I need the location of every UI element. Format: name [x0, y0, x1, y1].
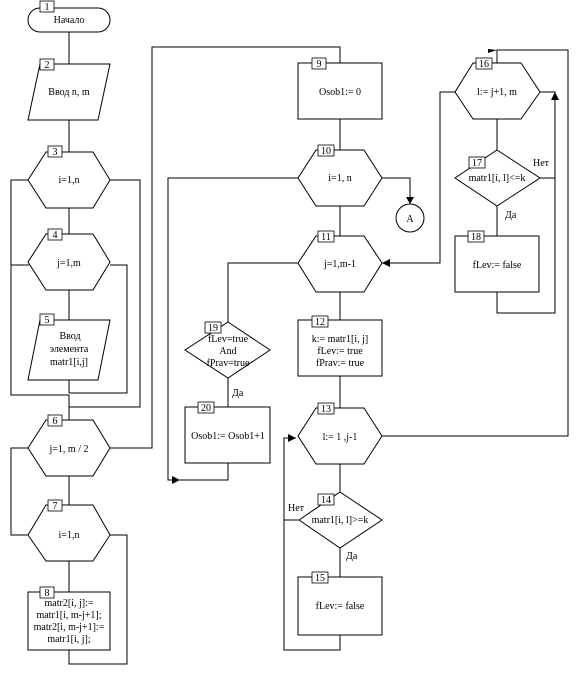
block-text: matr1[i, l]<=k — [469, 173, 526, 184]
block-5-input: 5 Ввод элемента matr1[i,j] — [27, 313, 111, 381]
block-number: 19 — [208, 323, 218, 334]
block-text: Начало — [54, 15, 85, 26]
block-text: Ввод n, m — [48, 87, 90, 98]
block-text: l:= 1 ,j-1 — [323, 432, 358, 443]
block-text: matr1[i, l]>=k — [312, 515, 369, 526]
block-number: 17 — [472, 158, 482, 169]
block-text: fLev:= false — [316, 601, 365, 612]
block-number: 5 — [45, 315, 50, 326]
branch-no-label: Нет — [288, 503, 305, 514]
block-number: 4 — [53, 230, 58, 241]
block-16-loop: 16 l:= j+1, m — [454, 57, 541, 120]
block-number: 11 — [321, 232, 331, 243]
block-text: k:= matr1[i, j] — [312, 334, 368, 345]
block-text: Ввод — [59, 331, 80, 342]
block-text: And — [219, 346, 236, 357]
block-number: 15 — [315, 573, 325, 584]
connector-a: A — [395, 203, 425, 233]
branch-yes-label: Да — [505, 210, 517, 221]
block-text: fPrav:= true — [316, 358, 365, 369]
block-text: fLev:= true — [317, 346, 363, 357]
block-text: i=1,n — [59, 175, 80, 186]
block-number: 18 — [471, 232, 481, 243]
block-number: 13 — [321, 404, 331, 415]
block-2-input: 2 Ввод n, m — [27, 58, 111, 121]
block-13-loop: 13 l:= 1 ,j-1 — [297, 402, 383, 465]
block-text: i=1,n — [59, 530, 80, 541]
block-10-loop: 10 i=1, n — [297, 144, 383, 207]
block-text: Osob1:= Osob1+1 — [191, 431, 265, 442]
block-15-process: 15 fLev:= false — [297, 571, 383, 636]
block-number: 20 — [201, 403, 211, 414]
block-text: Osob1:= 0 — [319, 87, 361, 98]
block-number: 3 — [53, 147, 58, 158]
branch-yes-label: Да — [232, 388, 244, 399]
block-3-loop: 3 i=1,n — [27, 145, 111, 209]
block-text: matr1[i, j]; — [47, 634, 91, 645]
block-text: matr1[i,j] — [50, 357, 88, 368]
connector-label: A — [406, 214, 414, 225]
block-text: j=1,m — [56, 258, 81, 269]
block-text: l:= j+1, m — [477, 87, 517, 98]
block-number: 14 — [321, 495, 331, 506]
branch-yes-label: Да — [346, 551, 358, 562]
block-9-process: 9 Osob1:= 0 — [297, 57, 383, 120]
block-7-loop: 7 i=1,n — [27, 499, 111, 562]
block-number: 2 — [45, 60, 50, 71]
block-12-process: 12 k:= matr1[i, j] fLev:= true fPrav:= t… — [297, 315, 383, 377]
block-number: 9 — [317, 59, 322, 70]
block-17-decision: 17 matr1[i, l]<=k Нет Да — [454, 149, 550, 221]
block-text: j=1, m / 2 — [49, 444, 89, 455]
block-number: 8 — [45, 588, 50, 599]
block-11-loop: 11 j=1,m-1 — [297, 230, 383, 293]
block-text: i=1, n — [328, 173, 351, 184]
block-text: matr1[i, m-j+1]; — [36, 610, 101, 621]
block-number: 16 — [479, 59, 489, 70]
block-text: элемента — [50, 344, 89, 355]
block-text: fLev=true — [208, 334, 249, 345]
block-4-loop: 4 j=1,m — [27, 228, 111, 291]
block-number: 6 — [53, 416, 58, 427]
block-text: fPrav=true — [207, 358, 250, 369]
block-14-decision: 14 matr1[i, l]>=k Нет Да — [288, 491, 383, 562]
block-number: 1 — [45, 2, 50, 13]
flow-lines — [10, 32, 569, 665]
branch-no-label: Нет — [533, 158, 550, 169]
block-8-process: 8 matr2[i, j]:= matr1[i, m-j+1]; matr2[i… — [27, 586, 111, 651]
block-text: j=1,m-1 — [323, 259, 356, 270]
block-19-decision: 19 fLev=true And fPrav=true Да — [184, 321, 271, 399]
block-text: matr2[i, m-j+1]:= — [34, 622, 105, 633]
block-1-start: 1 Начало — [27, 0, 111, 33]
block-number: 7 — [53, 501, 58, 512]
block-18-process: 18 fLev:= false — [454, 230, 540, 293]
block-number: 10 — [321, 146, 331, 157]
block-text: fLev:= false — [473, 260, 522, 271]
block-number: 12 — [315, 317, 325, 328]
block-6-loop: 6 j=1, m / 2 — [27, 414, 111, 477]
block-20-process: 20 Osob1:= Osob1+1 — [184, 401, 271, 464]
block-text: matr2[i, j]:= — [45, 598, 94, 609]
